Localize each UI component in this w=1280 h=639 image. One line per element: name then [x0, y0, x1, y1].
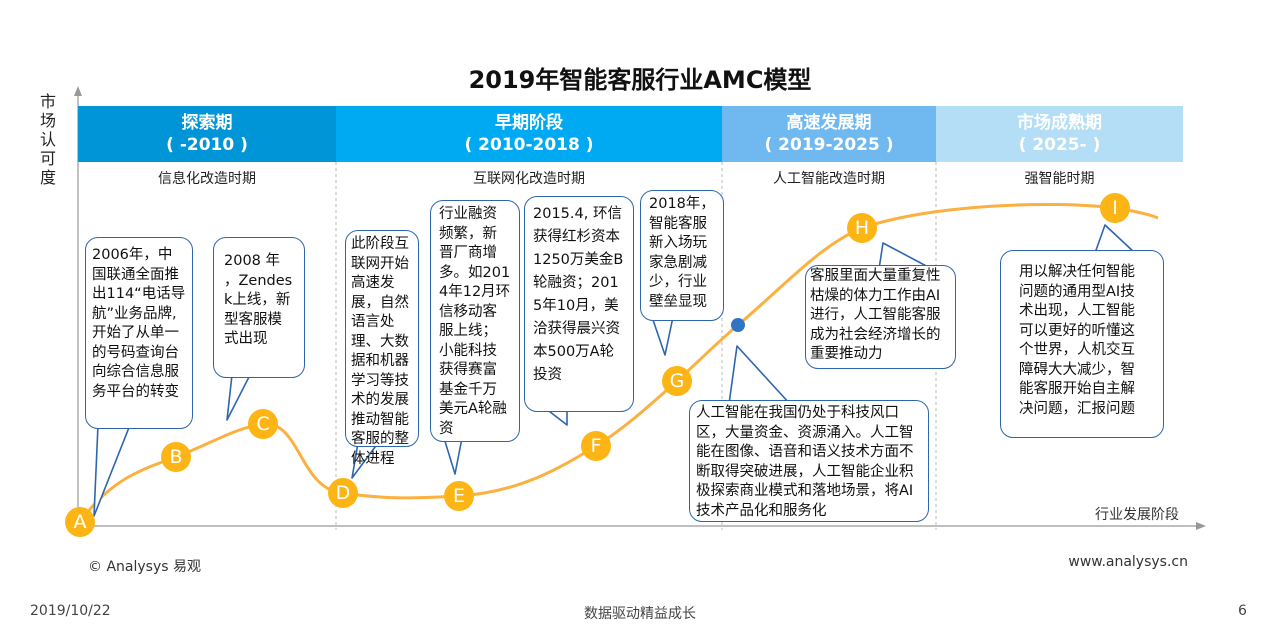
point-e: E	[444, 481, 474, 511]
callout-d: 此阶段互联网开始高速发展，自然语言处理、大数据和机器学习等技术的发展推动智能客服…	[345, 230, 419, 467]
point-b: B	[161, 442, 191, 472]
copyright: © Analysys 易观	[88, 559, 201, 575]
phase-exploration: 探索期 ( -2010 )	[78, 106, 336, 162]
callout-c: 2008 年 ，Zendesk上线，新型客服模式出现	[213, 237, 305, 378]
callout-f: 2015.4, 环信获得红杉资本1250万美金B轮融资；2015年10月，美洽获…	[524, 196, 634, 412]
point-h: H	[847, 213, 877, 243]
point-i: I	[1100, 193, 1130, 223]
page-title: 2019年智能客服行业AMC模型	[468, 66, 812, 94]
callout-g: 2018年，智能客服新入场玩家急剧减少，行业壁垒显现	[640, 190, 724, 321]
x-axis-label: 行业发展阶段	[1095, 507, 1179, 523]
period-label: 人工智能改造时期	[773, 171, 885, 187]
phase-years: ( 2025- )	[1018, 135, 1101, 155]
point-f: F	[581, 431, 611, 461]
y-axis-arrow-icon	[74, 86, 82, 96]
period-label: 互联网化改造时期	[473, 171, 585, 187]
point-c: C	[248, 409, 278, 439]
point-a: A	[65, 507, 95, 537]
phase-early: 早期阶段 ( 2010-2018 )	[336, 106, 722, 162]
page-number: 6	[1238, 603, 1247, 619]
website-link[interactable]: www.analysys.cn	[1068, 554, 1188, 570]
bubble-tails	[93, 224, 1136, 517]
period-label: 信息化改造时期	[158, 171, 256, 187]
callout-a: 2006年，中国联通全面推出114“电话导航”业务品牌,开始了从单一的号码查询台…	[85, 237, 193, 429]
callout-e: 行业融资频繁，新晋厂商增多。如2014年12月环信移动客服上线；小能科技获得赛富…	[430, 200, 520, 442]
current-position-dot	[731, 318, 745, 332]
period-label: 强智能时期	[1024, 171, 1095, 187]
callout-current: 人工智能在我国仍处于科技风口区，大量资金、资源涌入。人工智能在图像、语音和语义技…	[689, 400, 929, 522]
x-axis-arrow-icon	[1196, 522, 1206, 530]
phase-name: 早期阶段	[495, 113, 563, 133]
phase-high-growth: 高速发展期 ( 2019-2025 )	[722, 106, 936, 162]
phase-years: ( -2010 )	[166, 135, 248, 155]
phase-mature: 市场成熟期 ( 2025- )	[936, 106, 1183, 162]
date: 2019/10/22	[30, 603, 111, 619]
phase-name: 市场成熟期	[1017, 113, 1102, 133]
phase-years: ( 2010-2018 )	[464, 135, 594, 155]
phase-name: 探索期	[181, 113, 233, 133]
point-g: G	[662, 366, 692, 396]
y-axis-label: 市场认可度	[40, 92, 57, 187]
phase-years: ( 2019-2025 )	[764, 135, 894, 155]
callout-i: 用以解决任何智能问题的通用型AI技术出现，人工智能可以更好的听懂这个世界，人机交…	[1000, 250, 1164, 438]
phase-name: 高速发展期	[786, 113, 872, 133]
slogan: 数据驱动精益成长	[584, 606, 696, 622]
callout-h: 客服里面大量重复性枯燥的体力工作由AI进行，人工智能客服成为社会经济增长的重要推…	[805, 265, 956, 369]
point-d: D	[328, 478, 358, 508]
